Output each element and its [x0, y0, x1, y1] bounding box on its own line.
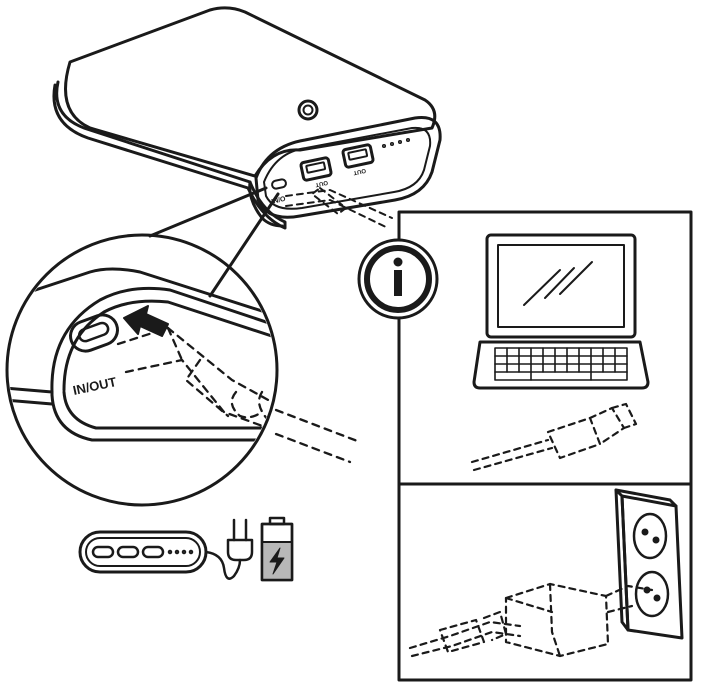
push-arrow-icon: [123, 305, 169, 337]
powerbank-leds-icon: [78, 530, 208, 574]
usb-a-port-2: [341, 143, 375, 169]
zoom-detail: [9, 267, 275, 442]
usb-a-port-1: [299, 156, 333, 182]
zoom-callout: [5, 186, 280, 507]
inout-label-zoom: IN/OUT: [72, 374, 118, 398]
out-label-1: OUT: [314, 179, 328, 188]
power-bank: [52, 6, 442, 230]
laptop-icon: [472, 233, 650, 390]
wall-socket-icon: [614, 488, 684, 640]
out-label-2: OUT: [352, 167, 366, 176]
usb-cable-dashed-1: [470, 402, 638, 472]
battery-charging-icon: [260, 516, 294, 582]
power-adapter-icon: [408, 582, 654, 658]
info-box: [397, 210, 693, 682]
inout-label-small: IN/O: [271, 196, 287, 206]
plug-icon: [226, 518, 254, 562]
info-icon: [357, 238, 439, 320]
usb-c-port: [69, 313, 119, 353]
